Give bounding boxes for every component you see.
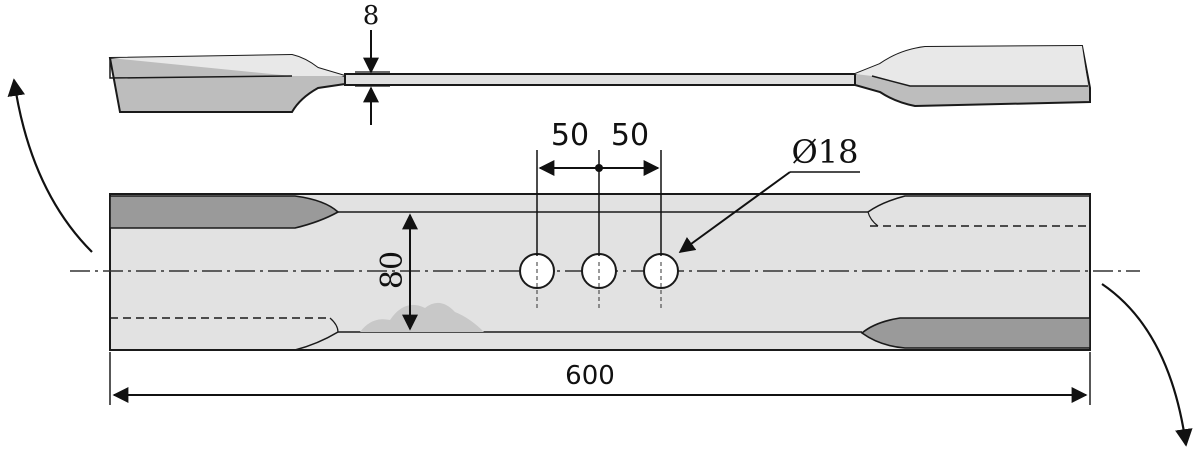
blade-side-view	[108, 44, 1091, 113]
length-dimension: 600	[109, 352, 1091, 405]
blade-side-middle	[344, 73, 856, 86]
thickness-label: 8	[363, 1, 380, 31]
length-label: 600	[565, 361, 615, 391]
rotation-arrow-left	[7, 78, 93, 253]
blade-edge-right-bottom	[860, 317, 1091, 349]
width-label: 80	[375, 251, 410, 289]
holes	[519, 253, 679, 308]
width-dimension: 80	[375, 213, 418, 331]
hole-spacing-dimension: 50 50	[536, 118, 662, 256]
hole-spacing-left-label: 50	[551, 118, 589, 153]
thickness-dimension: 8	[355, 1, 390, 125]
blade-edge-left-top	[109, 195, 340, 229]
wear-patch	[360, 302, 484, 332]
hole-spacing-right-label: 50	[611, 118, 649, 153]
hole-diameter-label: Ø18	[792, 133, 859, 171]
hole-diameter-callout: Ø18	[678, 133, 860, 253]
rotation-arrow-right	[1101, 283, 1193, 447]
